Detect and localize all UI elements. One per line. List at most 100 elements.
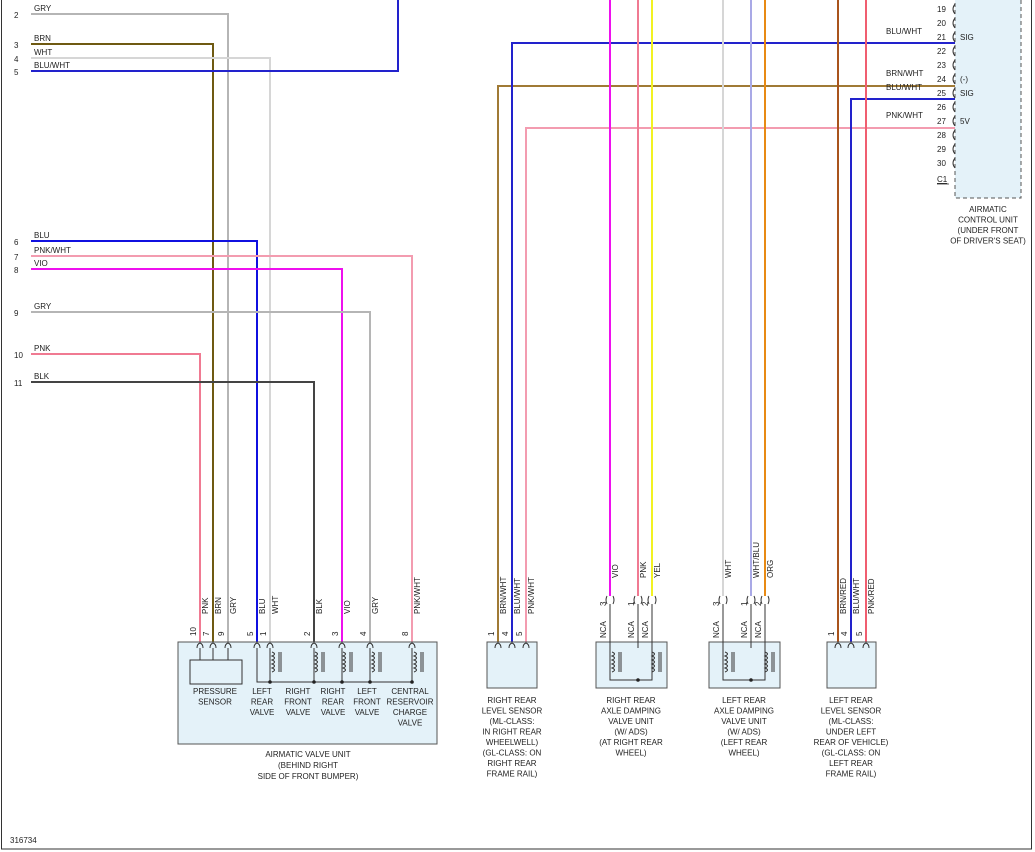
valve-wire-label: PNK <box>201 597 210 614</box>
lr-damping-name: (W/ ADS) <box>727 728 761 737</box>
valve-component-5: CHARGE <box>393 708 427 717</box>
rr-damping-wire-label: PNK <box>639 561 648 578</box>
cu-pin-number: 26 <box>937 103 946 112</box>
rr-level-sensor-name: IN RIGHT REAR <box>482 728 542 737</box>
lr-damping-nca: NCA <box>712 620 721 638</box>
valve-component-3: RIGHT <box>321 687 346 696</box>
left-pin-number: 10 <box>14 351 23 360</box>
lr-damping-pin-number: 1 <box>740 601 749 606</box>
nca-terminal <box>718 595 728 605</box>
cu-pin-number: 20 <box>937 19 946 28</box>
rr-damping-inner <box>609 648 653 681</box>
valve-component-3: REAR <box>322 698 344 707</box>
cu-pin-number: 21 <box>937 33 946 42</box>
valve-component-1: LEFT <box>252 687 272 696</box>
pressure-sensor-box <box>189 659 243 685</box>
rr-damping-nca: NCA <box>599 620 608 638</box>
connector-fork <box>366 642 374 649</box>
cu-terminal <box>952 87 956 99</box>
cu-pin-number: 23 <box>937 61 946 70</box>
rr-sensor-wire-label: BLU/WHT <box>513 578 522 614</box>
cu-pin-number: 24 <box>937 75 946 84</box>
cu-pin-number: 30 <box>937 159 946 168</box>
nca-terminal <box>633 595 643 605</box>
left-wire-label: PNK/WHT <box>34 246 71 255</box>
coil-symbol <box>370 651 375 673</box>
connector-fork <box>209 642 217 649</box>
lr-damping-nca: NCA <box>740 620 749 638</box>
junction-dot <box>340 680 344 684</box>
coil-symbol <box>610 651 615 673</box>
cu-pin-function: 5V <box>960 117 970 126</box>
cu-terminal <box>952 3 956 15</box>
lr-level-sensor-name: UNDER LEFT <box>826 728 876 737</box>
rr-damping-wire-label: VIO <box>611 564 620 578</box>
left-pin-number: 5 <box>14 68 19 77</box>
valve-pin-number: 4 <box>359 631 368 636</box>
lr-damping-inner <box>722 648 766 681</box>
valve-wire-label: BRN <box>214 597 223 614</box>
rr-level-sensor-box <box>486 641 538 689</box>
cu-terminal <box>952 129 956 141</box>
rr-level-sensor-name: WHEELWELL) <box>486 738 539 747</box>
cu-terminal <box>952 59 956 71</box>
junction-dot <box>268 680 272 684</box>
lr-damping-wire-label: WHT <box>724 560 733 578</box>
junction-dot <box>410 680 414 684</box>
lr-level-sensor-name: LEFT REAR <box>829 759 873 768</box>
rr-damping-wire-label: YEL <box>653 562 662 578</box>
wire-vio-8 <box>31 268 343 642</box>
left-pin-number: 3 <box>14 41 19 50</box>
valve-component-1: REAR <box>251 698 273 707</box>
wire-pnkwht-7 <box>31 255 413 642</box>
valve-wire-label: BLU <box>258 598 267 614</box>
lr-sensor-pin-number: 5 <box>855 631 864 636</box>
cu-terminal <box>952 45 956 57</box>
control-unit-name: (UNDER FRONT <box>958 226 1019 235</box>
lr-damping-name: VALVE UNIT <box>721 717 767 726</box>
left-wire-label: VIO <box>34 259 48 268</box>
left-pin-number: 11 <box>14 379 23 388</box>
cu-terminal <box>952 101 956 113</box>
left-pin-number: 4 <box>14 55 19 64</box>
rr-damping-pin-number: 2 <box>641 601 650 606</box>
nca-terminal <box>647 595 657 605</box>
connector-fork <box>253 642 261 649</box>
lr-damping-pin-number: 2 <box>754 601 763 606</box>
rr-level-sensor-name: LEVEL SENSOR <box>482 707 543 716</box>
rr-damping-pin-number: 3 <box>599 601 608 606</box>
wire-pnk-10 <box>31 353 201 642</box>
cu-pin-function: SIG <box>960 89 974 98</box>
connector-fork <box>224 642 232 649</box>
connector-fork <box>494 642 502 649</box>
valve-component-0: SENSOR <box>198 698 232 707</box>
cu-pin-number: 27 <box>937 117 946 126</box>
left-wire-label: BLU <box>34 231 50 240</box>
left-wire-label: GRY <box>34 302 52 311</box>
connector-fork <box>508 642 516 649</box>
cu-terminal <box>952 115 956 127</box>
lr-damping-wire-label: ORG <box>766 560 775 578</box>
cu-pin-number: 28 <box>937 131 946 140</box>
cu-pin-number: 22 <box>937 47 946 56</box>
cu-terminal <box>952 157 956 169</box>
valve-component-5: CENTRAL <box>391 687 429 696</box>
coil-symbol <box>270 651 275 673</box>
rr-level-sensor-name: (ML-CLASS: <box>490 717 535 726</box>
rr-level-sensor-name: FRAME RAIL) <box>487 770 538 779</box>
connector-fork <box>196 642 204 649</box>
rr-sensor-pin-number: 5 <box>515 631 524 636</box>
nca-terminal <box>605 595 615 605</box>
valve-pin-number: 3 <box>331 631 340 636</box>
coil-symbol <box>313 651 318 673</box>
valve-component-3: VALVE <box>321 708 346 717</box>
diagram-id: 316734 <box>10 836 37 845</box>
cu-pin-function: SIG <box>960 33 974 42</box>
control-unit-name: AIRMATIC <box>969 205 1007 214</box>
wire-gry-2 <box>31 13 229 642</box>
cu-pin-number: 19 <box>937 5 946 14</box>
wire-rr-pnkwht <box>525 127 955 642</box>
cu-connector-id: C1 <box>937 175 948 184</box>
valve-unit-name: SIDE OF FRONT BUMPER) <box>258 772 359 781</box>
